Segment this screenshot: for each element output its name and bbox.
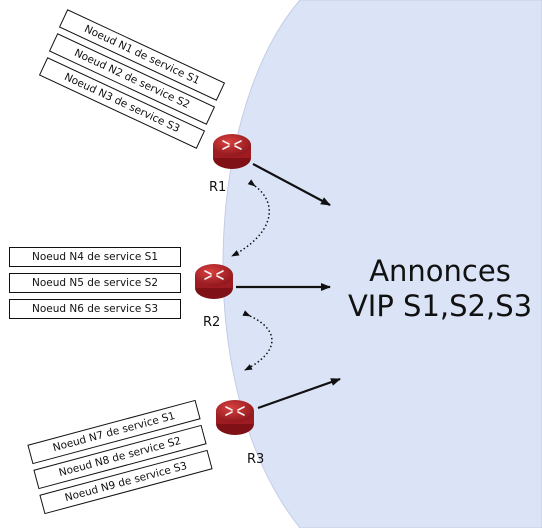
peering-link-r2-r3 <box>242 310 273 371</box>
announcement-line-1: Annonces <box>369 254 511 288</box>
router-icon <box>216 400 254 435</box>
router-label-r3: R3 <box>247 452 265 467</box>
service-node-box: Noeud N5 de service S2 <box>9 273 181 293</box>
router-label-r1: R1 <box>209 180 227 195</box>
router-icon <box>213 134 251 169</box>
announce-arrow-r3 <box>257 377 341 410</box>
peering-link-r1-r2 <box>231 179 270 257</box>
service-node-box: Noeud N4 de service S1 <box>9 247 181 267</box>
announcement-line-2: VIP S1,S2,S3 <box>347 289 533 323</box>
router-label-r2: R2 <box>203 315 221 330</box>
router-icon <box>195 264 233 299</box>
announcement-text: Annonces VIP S1,S2,S3 <box>340 254 540 324</box>
announce-arrow-r1 <box>252 163 331 206</box>
service-node-box: Noeud N6 de service S3 <box>9 299 181 319</box>
